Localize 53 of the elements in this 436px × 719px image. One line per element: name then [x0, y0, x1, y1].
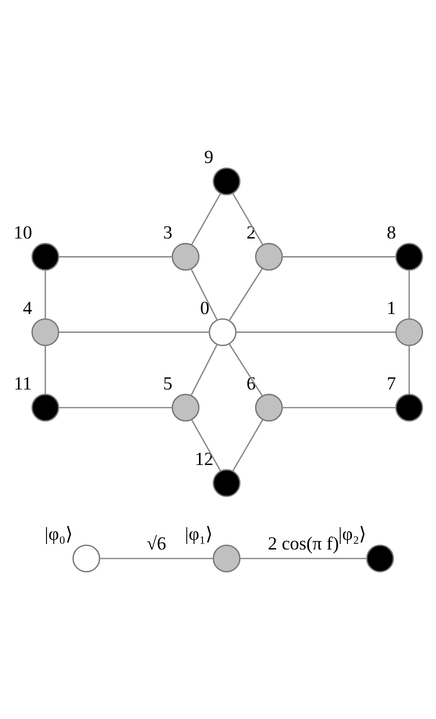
node-label: 9 [204, 146, 214, 168]
node-circle [31, 242, 60, 270]
node-circle [31, 393, 60, 422]
connector [191, 192, 222, 245]
node-label: 8 [386, 222, 396, 244]
node-label: 7 [386, 372, 396, 394]
node-circle [255, 393, 283, 422]
edge-label: √6 [146, 532, 166, 554]
connector [236, 331, 396, 332]
node-label: 5 [163, 372, 172, 394]
node-circle [208, 318, 237, 346]
connector [190, 268, 218, 320]
connector [100, 557, 213, 559]
node-label: 4 [22, 297, 32, 318]
edge-label: 2 cos(π f) [268, 532, 339, 554]
connector [44, 270, 46, 318]
node-circle [212, 468, 240, 496]
connector [232, 192, 264, 245]
node-label: 6 [246, 372, 256, 394]
connector [240, 557, 367, 559]
connector [59, 406, 172, 408]
connector [58, 331, 210, 332]
node-circle [366, 544, 394, 572]
connector [191, 418, 222, 471]
node-circle [212, 544, 240, 572]
connector [190, 343, 218, 396]
node-label: |φ₀⟩ [44, 524, 72, 545]
node-label: 1 [386, 297, 396, 318]
connector [408, 345, 410, 394]
node-circle [395, 318, 424, 346]
node-circle [395, 242, 424, 270]
node-label: |φ₂⟩ [338, 524, 366, 545]
connector [228, 268, 263, 320]
connector [282, 256, 396, 257]
node-circle [395, 393, 424, 422]
node-circle [72, 544, 100, 572]
connector [232, 418, 264, 471]
connector [44, 345, 46, 394]
connector [282, 406, 396, 408]
node-label: 0 [200, 297, 210, 318]
node-label: 11 [14, 372, 32, 394]
connector [228, 343, 263, 396]
node-circle [212, 166, 240, 195]
connector [59, 256, 172, 257]
node-label: |φ₁⟩ [184, 524, 213, 545]
node-circle [172, 393, 200, 422]
node-label: 10 [14, 222, 32, 244]
node-label: 3 [163, 222, 172, 244]
node-label: 12 [194, 448, 214, 470]
node-circle [31, 318, 60, 346]
node-circle [255, 242, 283, 270]
connector [408, 270, 410, 318]
node-circle [172, 242, 200, 270]
